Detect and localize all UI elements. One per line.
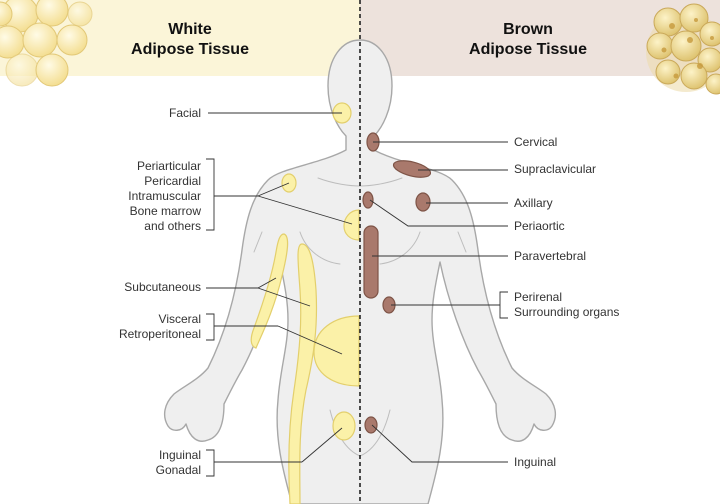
label-periaortic: Periaortic: [514, 219, 565, 233]
label-pericardial: Pericardial: [144, 174, 201, 188]
white-fat-depots: [250, 102, 360, 504]
visceral-fat-depot: [313, 315, 360, 387]
label-inguinal-white: Inguinal: [158, 448, 201, 462]
label-periarticular: Periarticular: [136, 159, 201, 173]
label-axillary: Axillary: [514, 196, 553, 210]
label-visceral: Visceral: [158, 312, 201, 326]
brown-adipose-title: Brown Adipose Tissue: [428, 20, 628, 60]
label-intramuscular: Intramuscular: [128, 189, 201, 203]
paravertebral-fat-depot: [363, 225, 379, 299]
label-paravertebral: Paravertebral: [514, 249, 587, 263]
label-inguinal-gonadal-group: Inguinal Gonadal: [156, 448, 201, 478]
white-title-line-1: White: [168, 21, 212, 38]
label-organ-group: Periarticular Pericardial Intramuscular …: [128, 159, 201, 234]
white-title-line-2: Adipose Tissue: [131, 41, 249, 58]
brown-title-line-2: Adipose Tissue: [469, 41, 587, 58]
brown-fat-depots: [362, 132, 432, 434]
axillary-fat-depot: [415, 192, 431, 212]
white-adipocyte-cluster-icon: [0, 0, 93, 87]
subcutaneous-arm-fat-depot: [250, 233, 289, 349]
label-subcutaneous: Subcutaneous: [124, 280, 201, 294]
brown-adipocyte-cluster-icon: [646, 3, 720, 95]
label-gonadal: Gonadal: [155, 463, 201, 477]
periaortic-fat-depot: [362, 191, 374, 209]
label-perirenal-group: Perirenal Surrounding organs: [514, 290, 619, 320]
label-surrounding-organs: Surrounding organs: [514, 305, 620, 319]
leader-lines: [206, 112, 508, 477]
supraclavicular-fat-depot: [392, 160, 432, 178]
white-adipose-title: White Adipose Tissue: [90, 20, 290, 60]
subcutaneous-trunk-fat-depot: [288, 243, 318, 504]
label-supraclavicular: Supraclavicular: [514, 162, 597, 176]
brown-title-line-1: Brown: [503, 21, 553, 38]
label-facial: Facial: [168, 106, 201, 120]
label-retroperitoneal: Retroperitoneal: [118, 327, 201, 341]
label-inguinal-brown: Inguinal: [514, 455, 557, 469]
label-cervical: Cervical: [514, 135, 558, 149]
pericardial-fat-depot: [343, 209, 360, 241]
inguinal-white-fat-depot: [332, 411, 356, 441]
inguinal-brown-fat-depot: [364, 416, 378, 434]
label-and-others: and others: [144, 219, 201, 233]
label-bone-marrow: Bone marrow: [129, 204, 201, 218]
label-visceral-group: Visceral Retroperitoneal: [119, 312, 201, 342]
label-perirenal: Perirenal: [514, 290, 563, 304]
